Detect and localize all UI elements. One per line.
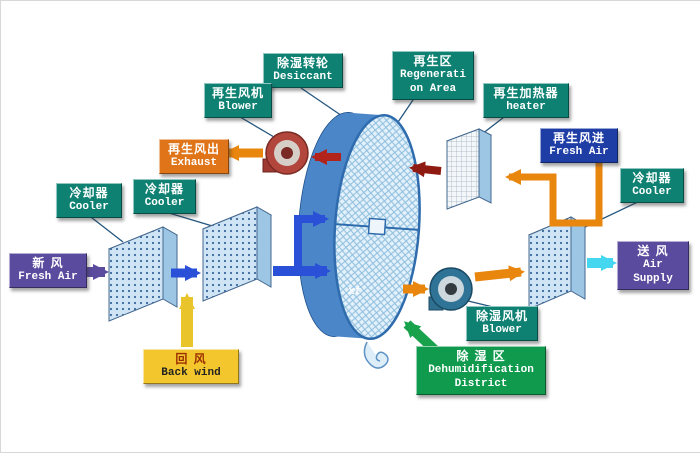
- pointer-cooler1: [86, 213, 124, 243]
- label-exhaust-zh: 再生风出: [167, 142, 220, 156]
- label-cooler3-en: Cooler: [632, 186, 672, 198]
- label-fresh-air-zh: 新 风: [32, 256, 64, 270]
- regen-blower-hub: [281, 147, 293, 159]
- label-heater-en: heater: [506, 101, 546, 113]
- label-cooler3: 冷却器 Cooler: [620, 168, 684, 203]
- cooler3-side: [570, 216, 586, 300]
- pointer-regen-blower: [234, 113, 275, 138]
- label-exhaust: 再生风出 Exhaust: [159, 139, 229, 174]
- label-back-wind-en: Back wind: [161, 367, 221, 379]
- cooler3-unit: [527, 216, 587, 310]
- label-cooler1: 冷却器 Cooler: [56, 183, 122, 218]
- label-desiccant-zh: 除湿转轮: [276, 56, 329, 70]
- label-regen-area-zh: 再生区: [413, 54, 453, 68]
- label-cooler2-zh: 冷却器: [144, 182, 184, 196]
- label-back-wind: 回 风 Back wind: [143, 349, 239, 384]
- label-regen-area-en2: on Area: [409, 82, 457, 95]
- heater-side: [478, 128, 492, 204]
- label-back-wind-zh: 回 风: [175, 352, 207, 366]
- label-exhaust-en: Exhaust: [170, 157, 218, 169]
- cooler1-side: [162, 226, 178, 308]
- label-cooler1-zh: 冷却器: [69, 186, 109, 200]
- label-dehum-district-zh: 除 湿 区: [456, 349, 506, 363]
- label-desiccant-en: Desiccant: [273, 71, 333, 83]
- cooler2-unit: [201, 206, 273, 302]
- label-cooler2-en: Cooler: [144, 197, 185, 209]
- dehum-blower-fan: [428, 267, 473, 311]
- label-air-supply-zh: 送 风: [637, 244, 669, 258]
- label-cooler2: 冷却器 Cooler: [133, 179, 196, 214]
- arrow-process-air-upper: [294, 211, 329, 267]
- label-dehum-district-en2: District: [454, 377, 508, 390]
- cooler2-side: [256, 206, 272, 288]
- wheel-band: [298, 112, 385, 339]
- label-cooler3-zh: 冷却器: [632, 171, 672, 185]
- label-heater-zh: 再生加热器: [493, 86, 559, 100]
- flow-arrows: [79, 145, 617, 356]
- watermark-text: xt: [348, 284, 361, 297]
- label-regen-fresh-air-en: Fresh Air: [549, 146, 609, 158]
- dehum-blower-hub: [445, 283, 457, 295]
- label-dehum-blower-en: Blower: [482, 324, 522, 336]
- arrow-heater-to-wheel: [409, 161, 442, 178]
- label-regen-blower-en: Blower: [218, 101, 258, 113]
- label-regen-area-en1: Regenerati: [399, 69, 466, 81]
- heater-face: [446, 128, 480, 210]
- wheel-hub: [367, 217, 387, 236]
- regen-blower-fan: [262, 131, 309, 175]
- label-air-supply: 送 风 Air Supply: [617, 241, 689, 290]
- label-dehum-blower-zh: 除湿风机: [475, 309, 528, 323]
- arrow-blower-to-cooler3: [474, 265, 525, 282]
- label-dehum-district-en1: Dehumidification: [428, 364, 534, 376]
- label-fresh-air-en: Fresh Air: [18, 271, 78, 283]
- label-air-supply-en: Air Supply: [633, 259, 673, 285]
- label-heater: 再生加热器 heater: [483, 83, 569, 118]
- label-cooler1-en: Cooler: [69, 201, 109, 213]
- heater-unit: [445, 128, 493, 210]
- cooler1-face: [108, 226, 164, 322]
- label-dehum-district: 除 湿 区 Dehumidification District: [416, 346, 546, 395]
- wheel-scroll-ornament: [363, 341, 389, 369]
- label-regen-area: 再生区 Regenerati on Area: [392, 51, 474, 100]
- cooler3-face: [528, 216, 572, 310]
- label-regen-blower: 再生风机 Blower: [204, 83, 272, 118]
- label-regen-fresh-air: 再生风进 Fresh Air: [540, 128, 618, 163]
- label-regen-blower-zh: 再生风机: [211, 86, 264, 100]
- label-dehum-blower: 除湿风机 Blower: [466, 306, 538, 341]
- label-desiccant: 除湿转轮 Desiccant: [263, 53, 343, 88]
- label-fresh-air: 新 风 Fresh Air: [9, 253, 87, 288]
- label-regen-fresh-air-zh: 再生风进: [552, 131, 605, 145]
- arrow-regen-air-to-heater: [505, 163, 603, 227]
- cooler2-face: [202, 206, 258, 302]
- desiccant-wheel: [297, 111, 421, 341]
- cooler1-unit: [107, 226, 179, 322]
